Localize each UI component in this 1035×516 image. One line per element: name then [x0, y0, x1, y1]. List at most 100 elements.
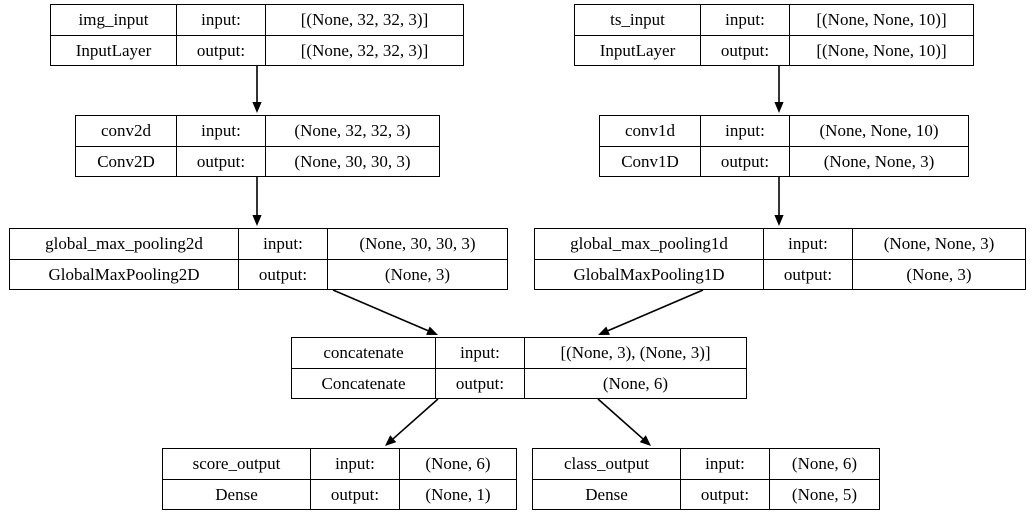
output-shape: (None, None, 3) — [823, 151, 935, 171]
input-shape: (None, 30, 30, 3) — [359, 234, 476, 254]
layer-name: concatenate — [292, 338, 436, 368]
input-label: input: — [764, 229, 853, 259]
layer-class: Conv2D — [76, 146, 177, 176]
layer-class: GlobalMaxPooling2D — [10, 259, 239, 289]
input-label: input: — [436, 338, 525, 368]
layer-class: Dense — [163, 479, 311, 509]
input-label: input: — [681, 449, 770, 479]
layer-name: conv1d — [600, 116, 701, 146]
layer-class: Dense — [533, 479, 681, 509]
edge-conv1d-to-global_max_pooling1d — [774, 177, 784, 226]
input-label: input: — [701, 116, 790, 146]
layer-class: InputLayer — [575, 35, 701, 65]
layer-class: InputLayer — [51, 35, 177, 65]
layer-class: Concatenate — [292, 368, 436, 398]
layer-class: GlobalMaxPooling1D — [535, 259, 764, 289]
edge-img_input-to-conv2d — [252, 66, 262, 113]
layer-class: Conv1D — [600, 146, 701, 176]
edge-conv2d-to-global_max_pooling2d — [252, 177, 262, 226]
edge-line — [392, 398, 439, 440]
arrowhead-icon — [598, 326, 610, 335]
layer-name: global_max_pooling2d — [10, 229, 239, 259]
layer-name: class_output — [533, 449, 681, 479]
input-shape: (None, 6) — [425, 454, 491, 474]
edge-global_max_pooling2d-to-concatenate — [332, 289, 438, 335]
arrowhead-icon — [252, 102, 262, 113]
input-shape: [(None, None, 10)] — [816, 10, 947, 30]
arrowhead-icon — [252, 215, 262, 226]
output-label: output: — [239, 259, 328, 289]
output-label: output: — [311, 479, 400, 509]
output-shape: (None, 3) — [384, 264, 451, 284]
input-shape: (None, None, 10) — [819, 121, 939, 141]
arrowhead-icon — [774, 215, 784, 226]
layer-name: conv2d — [76, 116, 177, 146]
output-label: output: — [701, 35, 790, 65]
edge-line — [597, 398, 644, 440]
input-label: input: — [239, 229, 328, 259]
output-shape: (None, 5) — [791, 484, 858, 504]
output-label: output: — [177, 35, 266, 65]
edge-concatenate-to-class_output — [597, 398, 651, 446]
output-label: output: — [177, 146, 266, 176]
arrowhead-icon — [385, 435, 397, 446]
input-label: input: — [701, 5, 790, 35]
input-shape: [(None, 32, 32, 3)] — [300, 10, 429, 30]
arrowhead-icon — [426, 326, 438, 335]
edge-concatenate-to-score_output — [385, 398, 439, 446]
layer-name: score_output — [163, 449, 311, 479]
output-label: output: — [436, 368, 525, 398]
output-shape: (None, 6) — [602, 373, 669, 393]
arrowhead-icon — [774, 102, 784, 113]
input-shape: (None, 6) — [791, 454, 858, 474]
input-shape: (None, 32, 32, 3) — [294, 121, 411, 141]
layer-name: img_input — [51, 5, 177, 35]
input-label: input: — [177, 5, 266, 35]
input-label: input: — [311, 449, 400, 479]
input-shape: (None, None, 3) — [883, 234, 995, 254]
input-shape: [(None, 3), (None, 3)] — [560, 343, 711, 363]
input-label: input: — [177, 116, 266, 146]
output-shape: (None, 1) — [425, 484, 491, 504]
output-label: output: — [764, 259, 853, 289]
edge-global_max_pooling1d-to-concatenate — [598, 289, 704, 335]
output-label: output: — [681, 479, 770, 509]
arrowhead-icon — [639, 435, 651, 446]
output-shape: [(None, 32, 32, 3)] — [300, 40, 429, 60]
edge-ts_input-to-conv1d — [774, 66, 784, 113]
output-shape: [(None, None, 10)] — [816, 40, 947, 60]
edge-line — [332, 289, 429, 332]
output-shape: (None, 30, 30, 3) — [294, 151, 411, 171]
layer-name: global_max_pooling1d — [535, 229, 764, 259]
edge-line — [607, 289, 704, 332]
output-shape: (None, 3) — [906, 264, 972, 284]
output-label: output: — [701, 146, 790, 176]
